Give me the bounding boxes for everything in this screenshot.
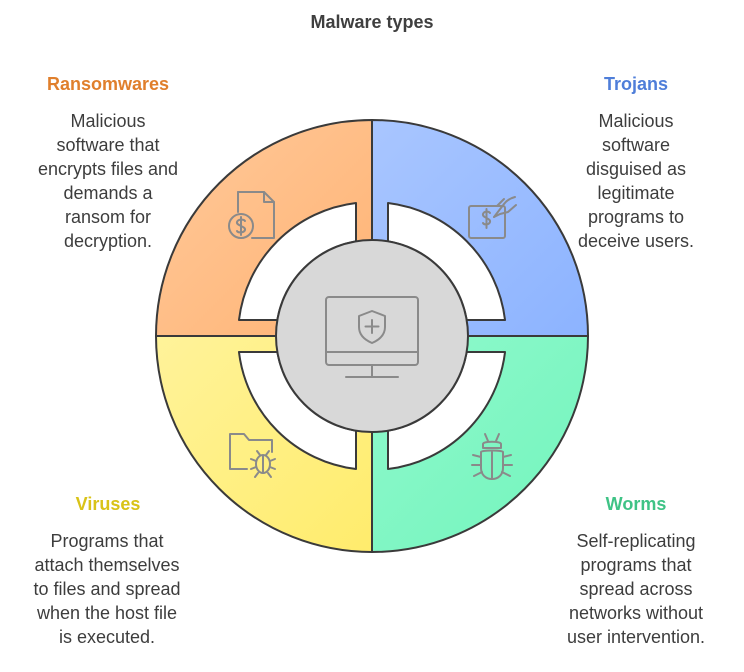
ransomwares-description: Malicious software that encrypts files a…: [37, 111, 179, 251]
worms-label: Worms: [605, 494, 667, 514]
file-dollar-icon: [228, 191, 275, 239]
diagram-title: Malware types: [310, 12, 434, 32]
ransomwares-label: Ransomwares: [46, 74, 170, 94]
viruses-label: Viruses: [75, 494, 141, 514]
hand-dollar-icon: [468, 196, 517, 239]
worms-description: Self-replicating programs that spread ac…: [566, 531, 706, 647]
viruses-description: Programs that attach themselves to files…: [33, 531, 181, 647]
bug-icon: [471, 433, 513, 480]
trojans-label: Trojans: [603, 74, 669, 94]
monitor-shield-icon: [325, 296, 419, 378]
trojans-description: Malicious software disguised as legitima…: [577, 111, 695, 251]
center-circle: [275, 239, 469, 433]
folder-bug-icon: [229, 433, 276, 478]
